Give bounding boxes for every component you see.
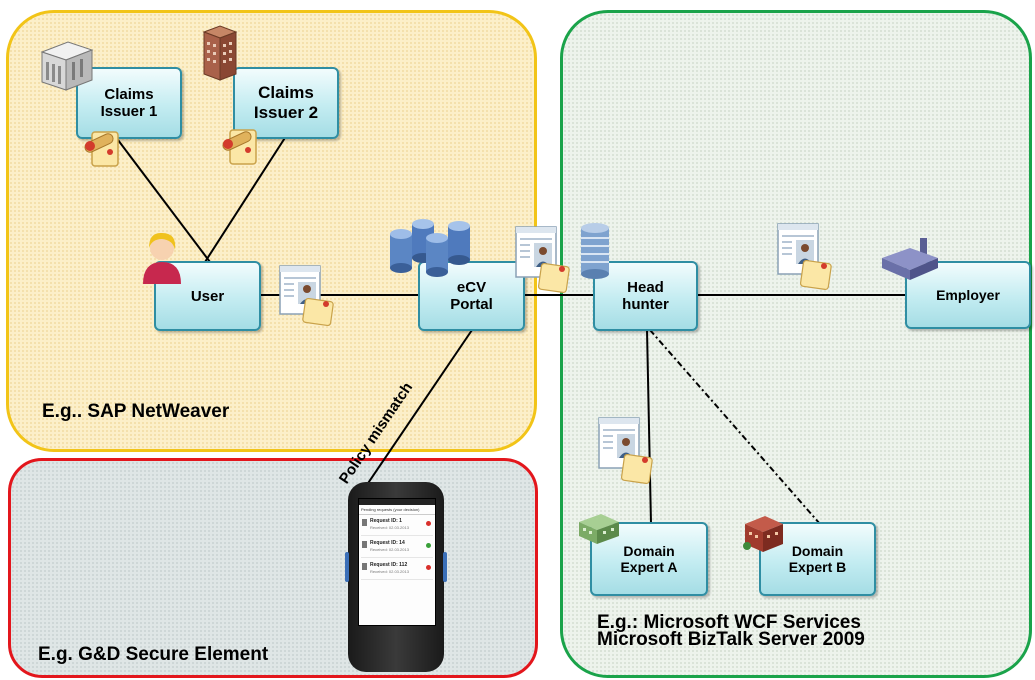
cv-document-icon — [515, 226, 570, 294]
phone-screen: Pending requests (your decision) Request… — [358, 498, 436, 626]
phone-request-date: Received: 02.03.2013 — [370, 525, 409, 530]
phone-request-title: Request ID: 14 — [370, 540, 405, 546]
gd-region-label: E.g. G&D Secure Element — [38, 644, 269, 665]
claims-issuer-1-line2: Issuer 1 — [100, 103, 158, 120]
domain-expert-b-line1: Domain — [791, 543, 844, 559]
phone-request-date: Received: 02.03.2013 — [370, 547, 409, 552]
green-building-icon — [579, 514, 619, 544]
cv-document-icon — [777, 223, 832, 291]
domain-expert-a-line2: Expert A — [620, 559, 678, 575]
ms-region-label: E.g.: Microsoft WCF Services Microsoft B… — [597, 612, 865, 650]
factory-icon — [882, 238, 938, 280]
phone-request-title: Request ID: 1 — [370, 518, 402, 524]
line-portal-phone — [359, 329, 473, 496]
line-issuer1-user — [117, 139, 211, 263]
sap-region-label: E.g.. SAP NetWeaver — [42, 401, 230, 422]
domain-expert-a-line1: Domain — [623, 543, 675, 559]
gd-secure-element-region — [8, 458, 538, 678]
bank-building-icon — [40, 41, 94, 91]
phone-status-dot — [426, 521, 431, 526]
smartphone[interactable]: Pending requests (your decision) Request… — [345, 482, 447, 672]
domain-expert-b-line2: Expert B — [788, 559, 847, 575]
database-cluster-icon — [390, 219, 470, 277]
server-tower-icon — [581, 223, 609, 279]
phone-status-bar — [359, 499, 435, 505]
user-label: User — [190, 287, 225, 305]
phone-side-button — [345, 552, 349, 582]
ecv-portal-line2: Portal — [450, 296, 493, 313]
claims-issuer-1-line1: Claims — [104, 86, 154, 103]
phone-request-date: Received: 02.03.2013 — [370, 569, 409, 574]
phone-header: Pending requests (your decision) — [359, 505, 435, 515]
head-hunter-line1: Head — [627, 279, 664, 296]
line-issuer2-user — [204, 129, 291, 263]
phone-document-icon — [362, 563, 367, 570]
ms-region-label-line1: E.g.: Microsoft WCF Services — [597, 612, 861, 633]
phone-status-dot — [426, 543, 431, 548]
office-tower-icon — [202, 25, 238, 81]
phone-document-icon — [362, 519, 367, 526]
phone-side-button-right — [443, 552, 447, 582]
red-building-icon — [743, 516, 783, 552]
certificate-scroll-icon — [84, 131, 119, 167]
line-headhunter-expert-b — [649, 329, 821, 525]
certificate-scroll-icon — [222, 129, 257, 165]
head-hunter-line2: hunter — [622, 296, 669, 313]
claims-issuer-2-line2: Issuer 2 — [253, 103, 319, 122]
user-avatar-icon — [143, 232, 181, 284]
employer-label: Employer — [936, 287, 1000, 303]
cv-document-icon — [598, 417, 653, 485]
phone-request-title: Request ID: 112 — [370, 562, 408, 568]
phone-document-icon — [362, 541, 367, 548]
ms-region-label-line2: Microsoft BizTalk Server 2009 — [597, 629, 865, 650]
phone-status-dot — [426, 565, 431, 570]
line-headhunter-expert-a — [646, 329, 652, 525]
cv-document-icon — [279, 265, 334, 326]
ecv-portal-line1: eCV — [456, 279, 487, 296]
claims-issuer-2-line1: Claims — [258, 83, 314, 102]
